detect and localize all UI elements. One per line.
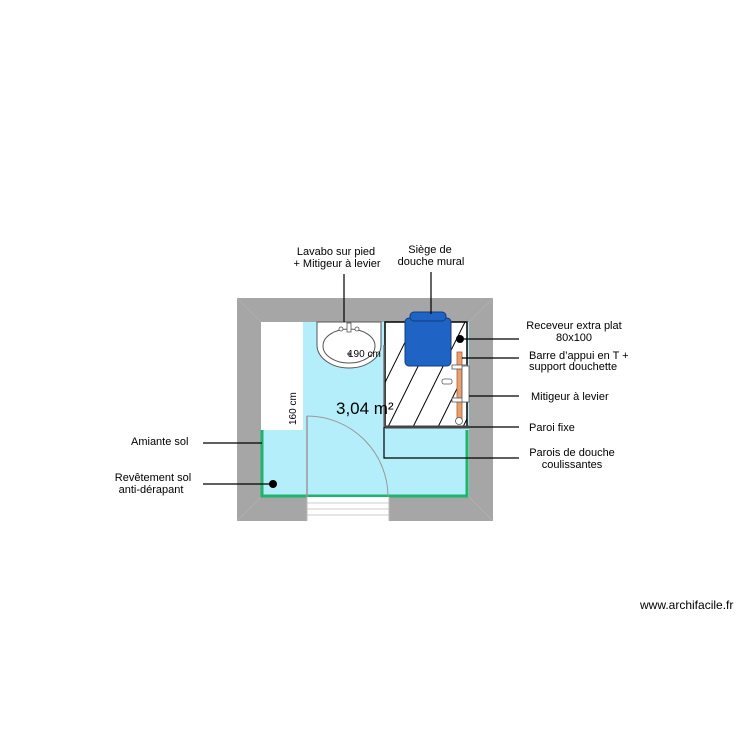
label-lavabo-line1: Lavabo sur pied (297, 246, 375, 258)
shower-seat (404, 311, 452, 367)
label-barre-line1: Barre d’appui en T + (529, 350, 629, 362)
watermark: www.archifacile.fr (640, 598, 734, 612)
label-amiante: Amiante sol (131, 436, 188, 448)
label-siege-line1: Siège de (408, 244, 451, 256)
door-swing (306, 415, 389, 498)
label-mitigeur: Mitigeur à levier (531, 391, 609, 403)
height-dimension: 160 cm (288, 392, 299, 425)
area-label: 3,04 m² (336, 399, 394, 418)
storage-zone (261, 322, 303, 430)
label-parois-line2: coulissantes (542, 459, 603, 471)
sink (316, 321, 382, 369)
door-opening (306, 497, 390, 521)
point-revetement (269, 480, 277, 488)
label-receveur-line2: 80x100 (556, 332, 592, 344)
leader-lines (203, 272, 519, 485)
label-barre-line2: support douchette (529, 361, 617, 373)
label-revetement-line2: anti-dérapant (119, 484, 184, 496)
label-revetement-line1: Revêtement sol (115, 472, 191, 484)
label-siege-line2: douche mural (398, 256, 465, 268)
label-lavabo-line2: + Mitigeur à levier (293, 258, 380, 270)
wall-bottom-left (237, 497, 307, 521)
label-parois-line1: Parois de douche (529, 447, 615, 459)
wall-right (469, 298, 493, 521)
width-dimension: 190 cm (348, 349, 381, 360)
wall-bottom-right (389, 497, 493, 521)
point-receveur (456, 335, 464, 343)
wall-top (237, 298, 493, 322)
lever-mixer (441, 365, 470, 403)
anti-slip-border (260, 430, 469, 498)
label-receveur-line1: Receveur extra plat (526, 320, 621, 332)
label-paroi-fixe: Paroi fixe (529, 422, 575, 434)
wall-left (237, 298, 261, 521)
leader-parois-coulissantes (383, 427, 519, 459)
walls (237, 298, 493, 521)
